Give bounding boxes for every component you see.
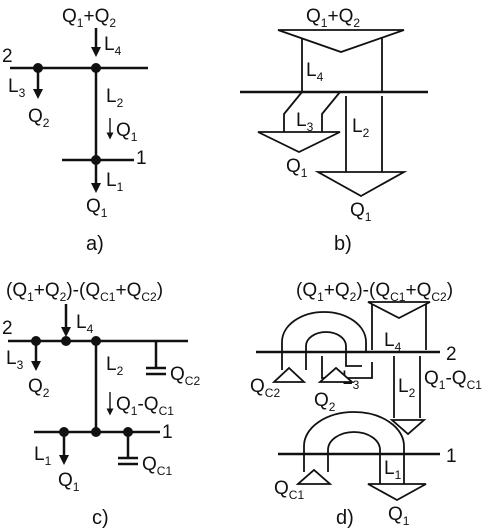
panel-c-label-qdiff: Q1-QC1 bbox=[116, 394, 174, 418]
panel-d-label-qc2: QC2 bbox=[250, 376, 280, 400]
panel-a-label-l3: L3 bbox=[8, 76, 26, 100]
panel-d-qc1-triangle bbox=[295, 468, 333, 485]
panel-c-bus-1-label: 1 bbox=[162, 422, 173, 443]
panel-c-label-qc2: QC2 bbox=[170, 364, 200, 388]
panel-d-outflow-arrow bbox=[367, 483, 427, 502]
panel-b-caption: b) bbox=[334, 233, 352, 255]
panel-d-label-q1-out: Q1 bbox=[388, 504, 410, 528]
panel-c-caption: c) bbox=[92, 507, 109, 529]
panel-d-upper-arch-inner bbox=[305, 331, 347, 352]
panel-d-lower-arch-inner bbox=[327, 431, 381, 454]
panel-c-top-flow: (Q1+Q2)-(QC1+QC2) bbox=[6, 280, 163, 304]
panel-c-node bbox=[61, 336, 71, 346]
panel-c-label-q1-out: Q1 bbox=[58, 470, 80, 494]
panel-c-label-l4: L4 bbox=[76, 312, 94, 336]
panel-d-label-l2: L2 bbox=[398, 376, 416, 400]
panel-d-label-l1: L1 bbox=[384, 458, 402, 482]
panel-b-top-flow: Q1+Q2 bbox=[306, 6, 360, 30]
panel-b-inflow-band bbox=[277, 29, 405, 53]
panel-b-label-l3: L3 bbox=[296, 110, 314, 134]
panel-c-label-q2: Q2 bbox=[28, 376, 50, 400]
panel-d-upper-arch-outer bbox=[281, 311, 367, 352]
panel-b-outflow-arrow bbox=[314, 171, 408, 198]
panel-b-label-l4: L4 bbox=[306, 60, 324, 84]
panel-a-label-l1: L1 bbox=[106, 170, 124, 194]
panel-d-qc2-triangle bbox=[271, 366, 307, 383]
panel-a-bus-2-label: 2 bbox=[2, 46, 13, 67]
panel-c-label-l2: L2 bbox=[106, 354, 124, 378]
panel-d-lower-arch-outer bbox=[303, 411, 405, 454]
panel-c-label-l1: L1 bbox=[34, 444, 52, 468]
panel-a-label-q2: Q2 bbox=[28, 106, 50, 130]
panel-b-label-q1-left: Q1 bbox=[286, 156, 308, 180]
panel-a-caption: a) bbox=[86, 233, 104, 255]
panel-d-label-l4: L4 bbox=[384, 330, 402, 354]
panel-a-label-l2: L2 bbox=[106, 86, 124, 110]
panel-b-label-q1-out: Q1 bbox=[350, 200, 372, 224]
panel-d-bus-2-label: 2 bbox=[446, 344, 457, 365]
panel-d: (Q1+Q2)-(QC1+QC2) L4 2 QC2 L3 Q2 L2 Q1-Q… bbox=[250, 280, 482, 529]
panel-d-top-flow: (Q1+Q2)-(QC1+QC2) bbox=[296, 280, 453, 304]
panel-c-node bbox=[91, 427, 101, 437]
panel-a-top-flow: Q1+Q2 bbox=[62, 6, 116, 30]
panel-a-label-q1-mid: Q1 bbox=[116, 120, 138, 144]
panel-d-caption: d) bbox=[336, 507, 354, 529]
panel-c-label-l3: L3 bbox=[6, 348, 24, 372]
panel-c-bus-2-label: 2 bbox=[2, 318, 13, 339]
panel-a-label-q1-out: Q1 bbox=[86, 196, 108, 220]
panel-a-label-l4: L4 bbox=[104, 34, 122, 58]
panel-d-mid-arrow bbox=[389, 419, 427, 436]
panel-d-inflow-band bbox=[367, 301, 431, 320]
panel-b-branch-l3 bbox=[283, 91, 341, 132]
panel-d-label-qdiff: Q1-QC1 bbox=[424, 368, 482, 392]
panel-d-bus-1-label: 1 bbox=[446, 446, 457, 467]
panel-a: Q1+Q2 L4 2 L3 Q2 L2 Q1 1 L1 Q1 a) bbox=[2, 6, 148, 255]
panel-c-label-qc1: QC1 bbox=[142, 454, 172, 478]
panel-c: (Q1+Q2)-(QC1+QC2) L4 2 L3 Q2 QC2 L2 Q1-Q… bbox=[2, 280, 200, 529]
panel-a-bus-1-label: 1 bbox=[136, 148, 147, 169]
panel-b-label-l2: L2 bbox=[352, 116, 370, 140]
panel-b-arrow-q1 bbox=[257, 131, 341, 154]
panel-d-label-q2: Q2 bbox=[314, 390, 336, 414]
panel-d-label-qc1: QC1 bbox=[274, 478, 304, 502]
panel-d-q2-triangle bbox=[317, 366, 355, 383]
panel-b: Q1+Q2 L4 L3 Q1 L2 Q1 b) bbox=[240, 6, 428, 255]
